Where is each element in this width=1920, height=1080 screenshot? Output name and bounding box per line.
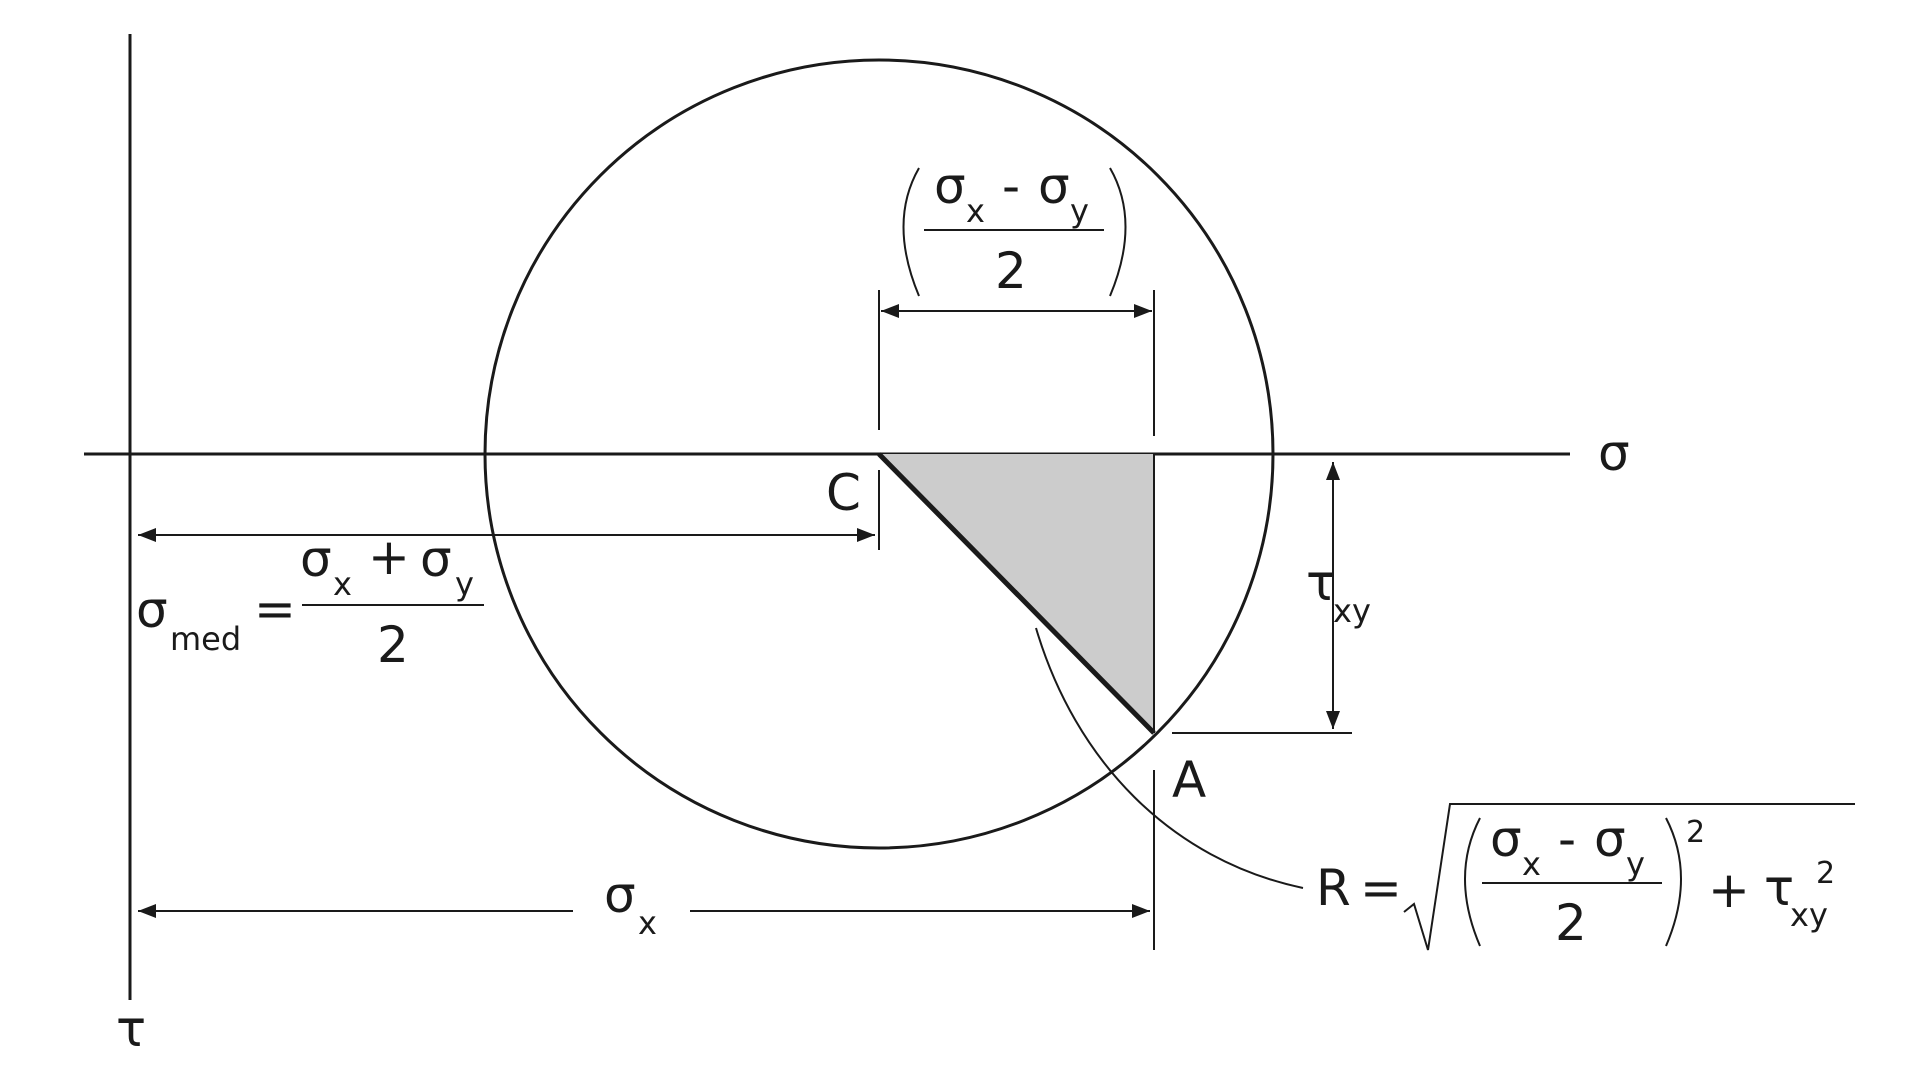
sigma-med-denominator: 2 — [377, 616, 409, 674]
sigma-med-num-left: σ — [300, 530, 332, 588]
left-paren — [902, 167, 920, 297]
radius-num-right: σ — [1594, 810, 1626, 868]
stress-point-label: A — [1172, 751, 1206, 809]
radius-tau-sub: xy — [1790, 896, 1828, 934]
half-diff-num-left: σ — [934, 157, 966, 215]
sigma-x-sub: x — [638, 904, 657, 942]
sigma-med-lhs: σ — [136, 581, 168, 639]
radius-left-paren — [1464, 817, 1481, 947]
sigma-x-dimension — [138, 904, 1150, 918]
sigma-med-dimension — [138, 528, 875, 542]
sigma-med-num-left-sub: x — [333, 565, 352, 603]
half-difference-dimension — [881, 304, 1152, 318]
half-diff-denominator: 2 — [995, 242, 1027, 300]
sigma-med-num-op: + — [368, 528, 410, 586]
center-point-label: C — [826, 464, 861, 522]
radius-leader-curve — [1035, 627, 1304, 889]
sigma-med-num-right-sub: y — [455, 565, 474, 603]
half-diff-num-left-sub: x — [966, 192, 985, 230]
sigma-axis-label: σ — [1598, 424, 1630, 482]
tau-axis-label: τ — [116, 1000, 146, 1058]
half-difference-label: σ x - σ y 2 — [902, 157, 1127, 300]
radius-plus: + — [1708, 861, 1750, 919]
radius-num-left: σ — [1490, 810, 1522, 868]
tau-xy-dimension — [1326, 462, 1340, 729]
half-diff-num-op: - — [1002, 157, 1020, 215]
square-root-sign — [1403, 803, 1855, 951]
sigma-x-symbol: σ — [604, 866, 636, 924]
half-diff-num-right: σ — [1038, 157, 1070, 215]
radius-lhs: R — [1316, 859, 1351, 917]
radius-formula-label: R = σ x - σ y 2 2 + τ xy 2 — [1316, 803, 1855, 952]
radius-tau: τ — [1764, 859, 1794, 917]
sigma-med-lhs-sub: med — [170, 620, 241, 658]
radius-num-op: - — [1558, 810, 1576, 868]
radius-power: 2 — [1686, 815, 1705, 850]
sigma-med-num-right: σ — [420, 530, 452, 588]
radius-tau-power: 2 — [1816, 856, 1835, 891]
tau-xy-symbol: τ — [1306, 554, 1336, 612]
sigma-med-label: σ med = σ x + σ y 2 — [136, 528, 484, 674]
sigma-med-equals: = — [254, 580, 296, 638]
half-diff-num-right-sub: y — [1070, 192, 1089, 230]
tau-xy-sub: xy — [1333, 592, 1371, 630]
radius-line — [877, 452, 1156, 735]
radius-right-paren — [1665, 817, 1682, 947]
sigma-x-label: σ x — [604, 866, 657, 942]
radius-equals: = — [1360, 859, 1402, 917]
right-paren — [1109, 167, 1127, 297]
radius-num-left-sub: x — [1522, 845, 1541, 883]
mohr-circle — [483, 58, 1275, 850]
tau-xy-label: τ xy — [1306, 554, 1371, 630]
radius-num-right-sub: y — [1626, 845, 1645, 883]
radius-denominator: 2 — [1555, 894, 1587, 952]
